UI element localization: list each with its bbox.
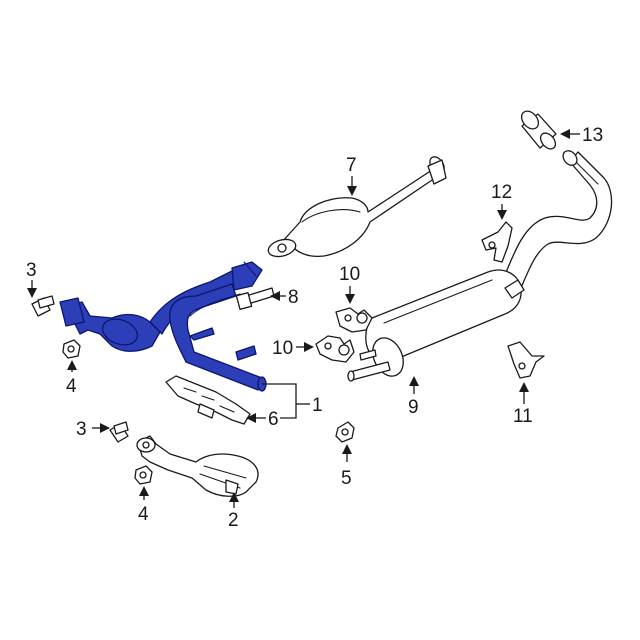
bracket-11[interactable] <box>507 341 545 379</box>
tailpipe[interactable] <box>504 148 613 291</box>
muffler-9[interactable] <box>347 269 525 382</box>
callout-5: 5 <box>341 468 352 489</box>
callout-4-upper: 4 <box>66 376 77 397</box>
callout-10-upper: 10 <box>339 264 360 285</box>
bolt-8[interactable] <box>235 287 275 310</box>
nut-4-upper[interactable] <box>62 339 81 359</box>
catalytic-converter-2[interactable] <box>136 435 259 497</box>
callout-10-lower: 10 <box>272 338 293 359</box>
stud-5[interactable] <box>335 421 355 443</box>
callout-11: 11 <box>513 406 533 427</box>
hanger-10-lower[interactable] <box>315 335 355 363</box>
y-pipe-assembly-1[interactable] <box>59 261 267 392</box>
callout-13: 13 <box>582 125 603 146</box>
callout-6: 6 <box>268 409 279 430</box>
callout-8: 8 <box>288 287 299 308</box>
callout-1: 1 <box>312 395 323 416</box>
heat-shield-6[interactable] <box>165 375 251 425</box>
exhaust-tip-13[interactable] <box>518 108 558 152</box>
callout-12: 12 <box>491 182 512 203</box>
stud-3-lower[interactable] <box>109 421 129 443</box>
callout-3-upper: 3 <box>26 260 37 281</box>
callout-2: 2 <box>228 510 239 531</box>
stud-3-upper[interactable] <box>31 295 55 317</box>
leader-lines <box>27 129 580 508</box>
hanger-12[interactable] <box>481 221 513 263</box>
callout-7: 7 <box>346 155 357 176</box>
callout-numbers: 1 6 8 7 10 10 9 11 12 13 5 3 4 3 4 2 <box>26 125 603 531</box>
callout-4-lower: 4 <box>138 504 149 525</box>
callout-9: 9 <box>408 397 419 418</box>
hanger-10-upper[interactable] <box>335 307 373 333</box>
nut-4-lower[interactable] <box>134 465 153 485</box>
resonator-7[interactable] <box>266 154 447 259</box>
callout-3-lower: 3 <box>76 419 87 440</box>
